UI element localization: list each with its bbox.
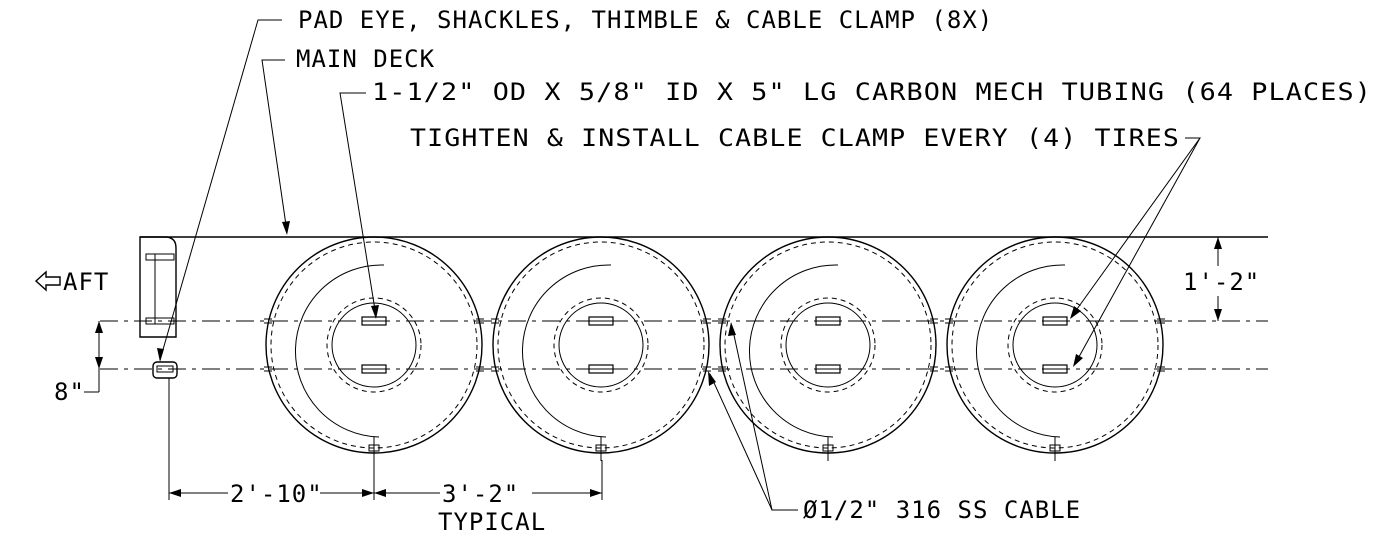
- pad-eye-bracket: [139, 236, 178, 379]
- tire: [718, 236, 938, 461]
- rim-dashed-circle: [1007, 297, 1103, 393]
- deck-lines: [100, 236, 1268, 370]
- note-tighten: TIGHTEN & INSTALL CABLE CLAMP EVERY (4) …: [410, 124, 1180, 152]
- rim-circle: [785, 302, 871, 388]
- tire-tread-circle: [724, 241, 932, 449]
- tire-sidewall-arc: [294, 264, 385, 438]
- tire-outer-circle: [492, 236, 710, 454]
- rim-circle: [331, 302, 417, 388]
- dimension-height: [1180, 237, 1260, 321]
- note-main-deck: MAIN DECK: [296, 45, 435, 73]
- dimension-height-label: 1'-2": [1183, 268, 1260, 296]
- leaders: [157, 19, 1201, 511]
- rim-dashed-circle: [780, 297, 876, 393]
- dimension-cable-spacing-label: 8": [54, 378, 85, 406]
- tire-sidewall-arc: [521, 264, 612, 438]
- tire-group: [264, 236, 1165, 461]
- dimension-cable-spacing: [84, 321, 103, 393]
- aft-arrow-icon: [34, 270, 61, 292]
- note-tubing: 1-1/2" OD X 5/8" ID X 5" LG CARBON MECH …: [372, 78, 1372, 106]
- rim-dashed-circle: [553, 297, 649, 393]
- rim-circle: [1012, 302, 1098, 388]
- tire-tread-circle: [497, 241, 705, 449]
- pad-eye-lower: [152, 361, 178, 379]
- tire-sidewall-arc: [748, 264, 839, 438]
- tire-sidewall-arc: [975, 264, 1066, 438]
- dimension-pitch-label: 3'-2": [442, 480, 519, 508]
- dimension-first-offset-label: 2'-10": [230, 480, 323, 508]
- rim-circle: [558, 302, 644, 388]
- tire: [491, 236, 711, 461]
- dimension-pitch-note: TYPICAL: [438, 508, 546, 536]
- rim-dashed-circle: [326, 297, 422, 393]
- note-cable: Ø1/2" 316 SS CABLE: [803, 496, 1081, 524]
- note-pad-eye: PAD EYE, SHACKLES, THIMBLE & CABLE CLAMP…: [298, 6, 993, 34]
- dimension-horizontal: [168, 378, 603, 506]
- tire-outer-circle: [265, 236, 483, 454]
- tire-outer-circle: [946, 236, 1164, 454]
- tire-tread-circle: [270, 241, 478, 449]
- tire: [264, 236, 484, 461]
- aft-label: AFT: [63, 268, 109, 296]
- tire-tread-circle: [951, 241, 1159, 449]
- tire: [945, 236, 1165, 461]
